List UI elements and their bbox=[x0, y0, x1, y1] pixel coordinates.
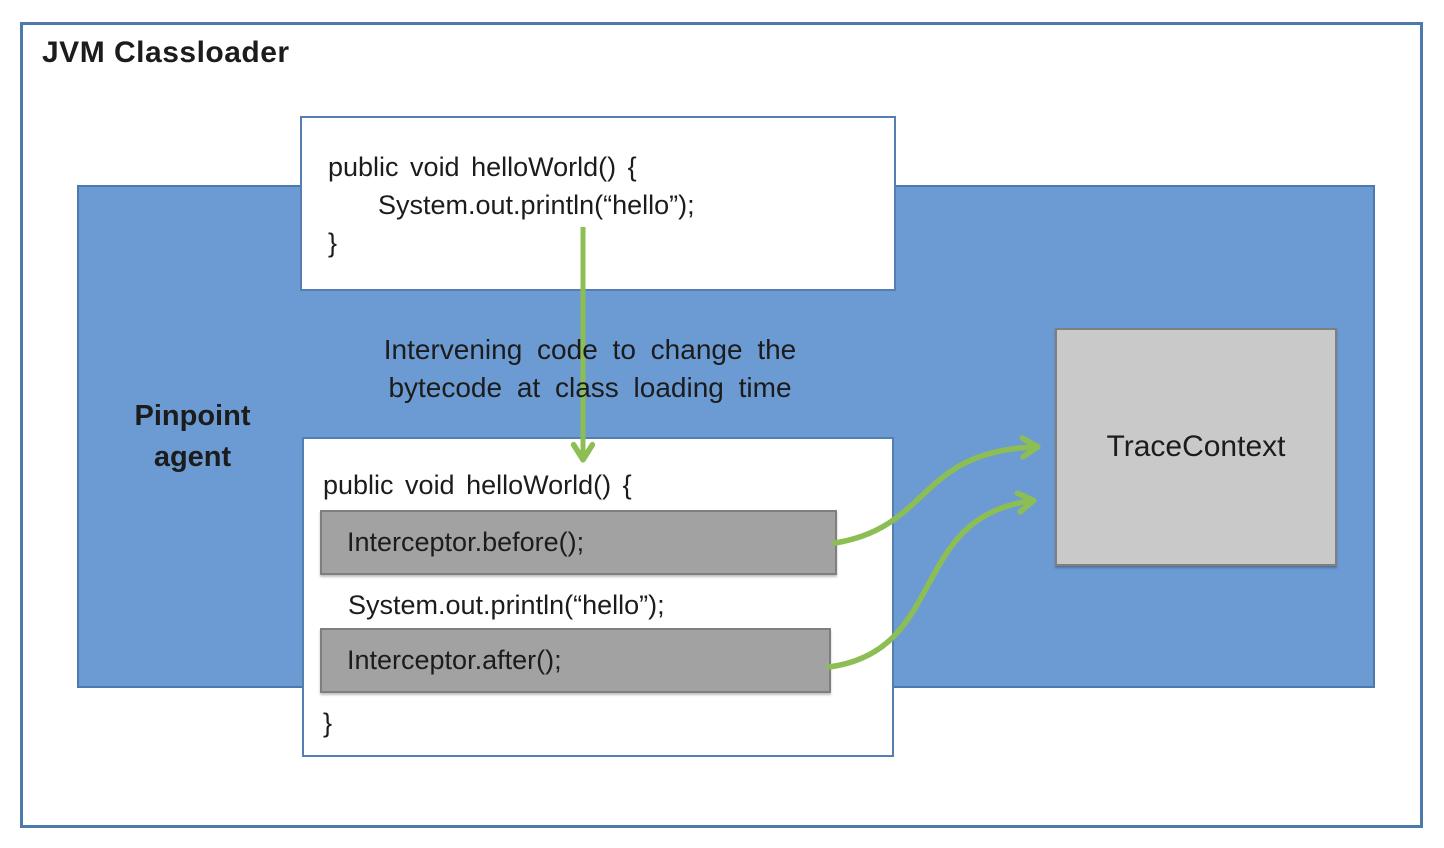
interceptor-before-box: Interceptor.before(); bbox=[320, 510, 837, 575]
instrumented-code-signature: public void helloWorld() { bbox=[323, 470, 632, 500]
interceptor-after-box: Interceptor.after(); bbox=[320, 628, 831, 693]
annotation-line2: bytecode at class loading time bbox=[388, 372, 792, 403]
original-code-box: public void helloWorld() { System.out.pr… bbox=[300, 116, 896, 291]
instrumented-code-box: public void helloWorld() { Interceptor.b… bbox=[302, 437, 894, 757]
interceptor-before-label: Interceptor.before(); bbox=[347, 527, 585, 557]
interceptor-after-label: Interceptor.after(); bbox=[347, 645, 562, 675]
jvm-classloader-title: JVM Classloader bbox=[42, 36, 290, 69]
annotation-line1: Intervening code to change the bbox=[383, 334, 797, 365]
original-code-println: System.out.println(“hello”); bbox=[378, 190, 695, 220]
original-code-signature: public void helloWorld() { bbox=[328, 152, 637, 182]
pinpoint-agent-label-line1: Pinpoint bbox=[134, 400, 251, 432]
trace-context-label: TraceContext bbox=[1106, 430, 1286, 463]
trace-context-box: TraceContext bbox=[1055, 328, 1337, 566]
instrumented-code-println: System.out.println(“hello”); bbox=[348, 590, 665, 620]
bytecode-intervention-annotation: Intervening code to change the bytecode … bbox=[325, 331, 855, 407]
pinpoint-agent-label-line2: agent bbox=[153, 441, 232, 473]
pinpoint-agent-label: Pinpoint agent bbox=[85, 396, 300, 478]
instrumented-code-close-brace: } bbox=[323, 708, 333, 738]
original-code-close-brace: } bbox=[328, 228, 338, 258]
